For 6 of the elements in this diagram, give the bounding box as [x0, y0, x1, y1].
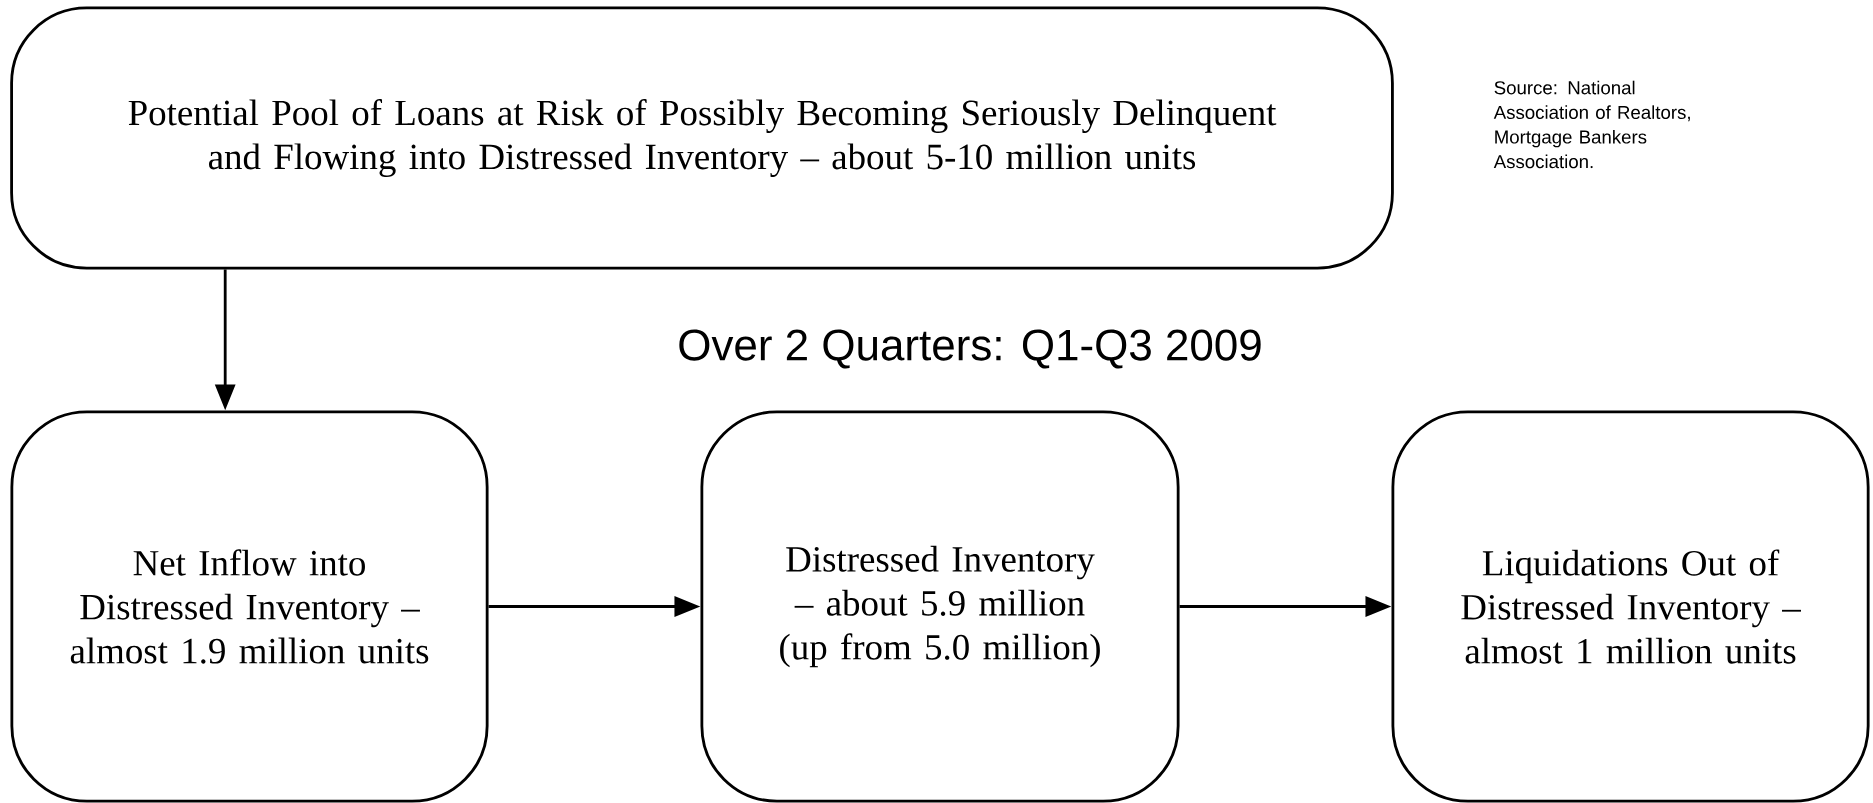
heading: Over 2 Quarters: Q1-Q3 2009	[679, 329, 1261, 369]
source-note: Source: National Association of Realtors, Mortgage Bankers Association.	[1493, 80, 1690, 169]
rounded-box: Liquidations Out of Distressed Inventory – almost 1 million units	[1391, 410, 1870, 803]
rounded-box: Net Inflow into Distressed Inventory – almost 1.9 million units	[10, 410, 489, 803]
rounded-box: Potential Pool of Loans at Risk of Possibly Becoming Seriously Delinquent and Flowing into Distressed Inventory – about 5-10 million units	[10, 6, 1394, 270]
rounded-box: Distressed Inventory – about 5.9 million (up from 5.0 million)	[700, 410, 1180, 803]
